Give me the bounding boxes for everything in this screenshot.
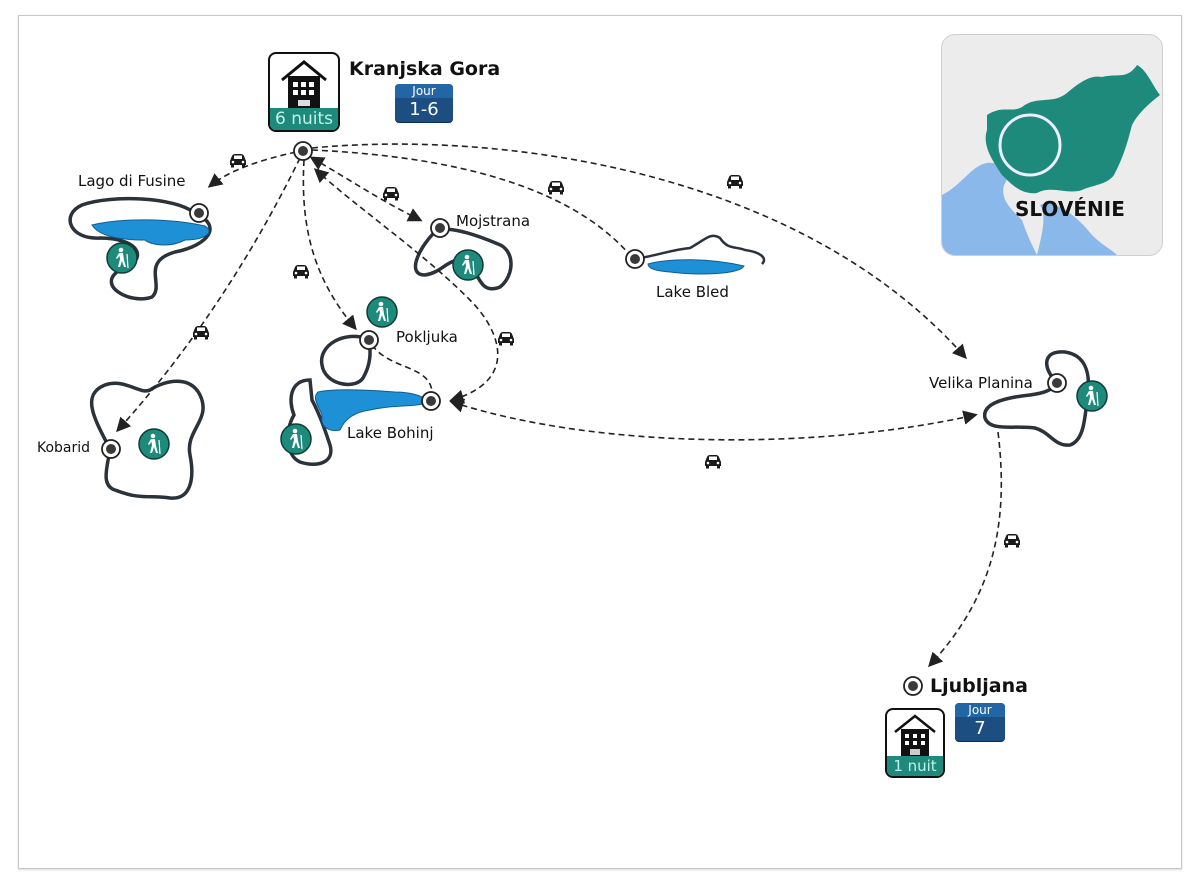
hotel-card-ljubljana: 1 nuit — [885, 708, 945, 778]
pin-lago-di-fusine — [189, 203, 209, 223]
car-icon — [705, 455, 721, 469]
place-label-lake-bohinj: Lake Bohinj — [347, 424, 434, 442]
car-icon — [498, 332, 514, 346]
day-badge-days: 7 — [974, 718, 986, 739]
car-icon — [230, 154, 246, 168]
hiking-icon — [366, 296, 398, 328]
car-icon — [548, 181, 564, 195]
hotel-icon — [281, 60, 327, 108]
place-label-kobarid: Kobarid — [37, 440, 91, 456]
hiking-icon — [106, 242, 138, 274]
hotel-icon — [894, 714, 936, 756]
pin-lake-bohinj — [421, 391, 441, 411]
hiking-icon — [138, 428, 170, 460]
trail-kobarid — [89, 379, 205, 500]
route-bohinj-kg — [313, 168, 499, 404]
day-badge-ljubljana: Jour 7 — [955, 703, 1005, 741]
car-icon — [383, 187, 399, 201]
day-badge-kranjska-gora: Jour 1-6 — [395, 84, 453, 122]
hiking-icon — [1076, 380, 1108, 412]
place-label-lago-di-fusine: Lago di Fusine — [78, 172, 186, 190]
car-icons — [193, 154, 1020, 548]
pin-ljubljana — [903, 676, 923, 696]
car-icon — [193, 326, 209, 340]
trail-loops — [68, 196, 1091, 500]
slovenia-outline — [942, 65, 1160, 255]
route-kg-fusine — [207, 151, 297, 188]
car-routes — [116, 143, 1003, 668]
country-inset-map: SLOVÉNIE — [941, 34, 1163, 256]
trail-lake-bohinj — [286, 378, 333, 467]
hiking-icon — [280, 423, 312, 455]
pin-lake-bled — [625, 249, 645, 269]
trail-lago-di-fusine — [68, 196, 212, 301]
place-label-pokljuka: Pokljuka — [396, 328, 458, 346]
pin-pokljuka — [359, 330, 379, 350]
trail-velika-planina — [983, 350, 1091, 447]
pin-kranjska-gora — [293, 141, 313, 161]
day-badge-title: Jour — [395, 84, 453, 98]
trail-lake-bled — [634, 234, 766, 265]
place-label-lake-bled: Lake Bled — [656, 283, 729, 301]
place-label-velika-planina: Velika Planina — [929, 374, 1033, 392]
place-label-ljubljana: Ljubljana — [930, 675, 1028, 697]
route-bohinj-velika — [449, 398, 978, 441]
lakes — [91, 219, 745, 431]
location-pins — [101, 141, 1067, 696]
day-badge-days: 1-6 — [409, 99, 439, 120]
route-kg-bled — [311, 149, 631, 256]
place-label-mojstrana: Mojstrana — [456, 212, 531, 230]
pin-mojstrana — [430, 218, 450, 238]
route-pokljuka-bohinj — [371, 344, 433, 393]
car-icon — [1004, 534, 1020, 548]
route-kg-pokljuka — [302, 159, 357, 331]
pin-kobarid — [101, 439, 121, 459]
hotel-card-kranjska-gora: 6 nuits — [268, 52, 340, 132]
day-badge-title: Jour — [955, 703, 1005, 717]
car-icon — [727, 175, 743, 189]
car-icon — [293, 265, 309, 279]
hiking-icon — [452, 249, 484, 281]
country-label: SLOVÉNIE — [1015, 197, 1125, 221]
place-label-kranjska-gora: Kranjska Gora — [349, 58, 501, 80]
route-kg-velika — [311, 143, 967, 360]
nights-label: 1 nuit — [887, 756, 943, 776]
lake-bled — [647, 259, 745, 275]
lake-fusine — [91, 219, 210, 246]
route-kg-kobarid — [116, 157, 301, 433]
pin-velika-planina — [1047, 373, 1067, 393]
route-kg-mojstrana — [309, 156, 423, 222]
hiking-icons — [106, 242, 1108, 460]
nights-label: 6 nuits — [270, 108, 338, 130]
route-velika-ljubljana — [928, 431, 1003, 668]
